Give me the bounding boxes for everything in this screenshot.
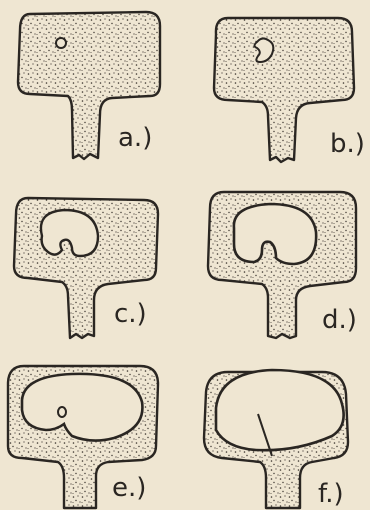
panel-c: c.): [14, 198, 158, 338]
panel-a-cavity: [56, 38, 66, 48]
panel-d: d.): [208, 192, 357, 338]
panel-f: f.): [204, 370, 348, 509]
panel-e-nucleus: [58, 407, 66, 417]
panel-b: b.): [214, 18, 365, 162]
panel-d-cavity: [234, 204, 316, 264]
panel-f-label: f.): [318, 479, 344, 509]
panel-a-label: a.): [118, 123, 152, 153]
panel-a: a.): [18, 12, 160, 159]
panel-c-label: c.): [114, 299, 147, 329]
panel-b-label: b.): [330, 129, 365, 159]
panel-f-cavity: [216, 370, 344, 450]
panel-e-label: e.): [112, 473, 146, 503]
panel-d-label: d.): [322, 305, 357, 335]
panel-e: e.): [8, 366, 158, 508]
